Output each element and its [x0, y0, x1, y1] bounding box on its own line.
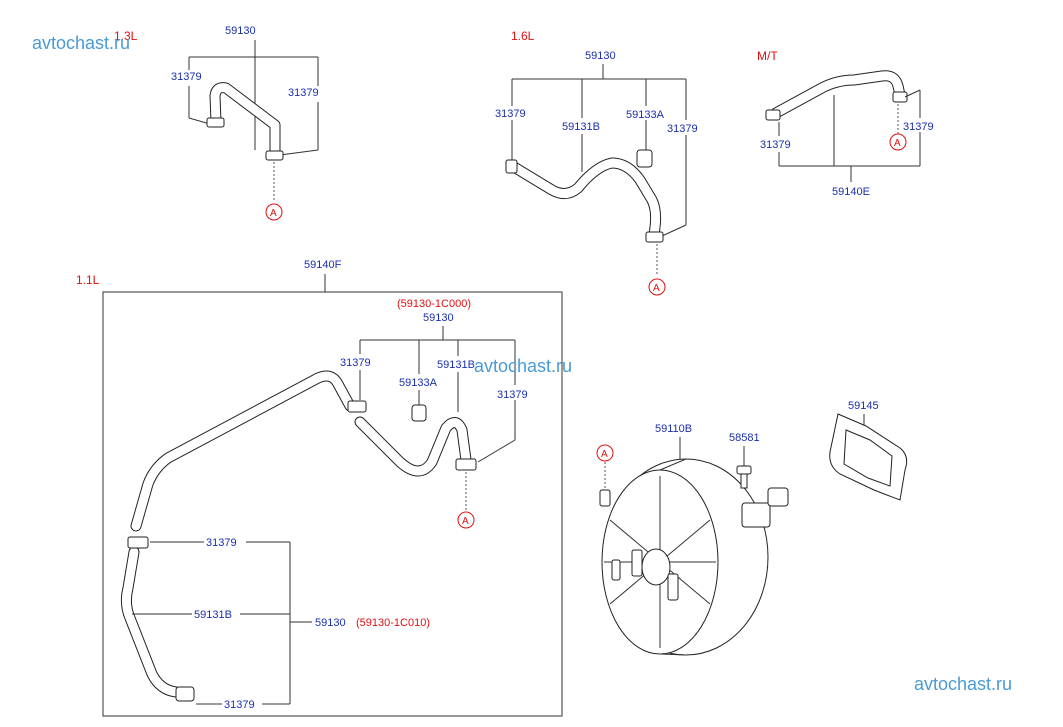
part-59130-16-label: 59130	[585, 50, 616, 62]
part-59133a-11-label: 59133A	[399, 377, 438, 389]
connector-59133a-11	[411, 404, 427, 422]
hose-59131b-11-upper-long	[130, 370, 356, 532]
bolt-58581-shank	[740, 473, 748, 489]
connector-59133a-16	[636, 149, 653, 168]
part-31379-11-lower-top-label: 31379	[206, 537, 237, 549]
bolt-58581-head	[736, 465, 752, 475]
group-1-1l: 1.1L 59140F (59130-1C000) 59130 31379 59…	[76, 259, 563, 717]
variant-mt-label: M/T	[757, 49, 778, 63]
part-31379-16-right-label: 31379	[667, 123, 698, 135]
clamp-mt-left	[765, 109, 781, 121]
watermark-center: avtochast.ru	[474, 356, 572, 376]
variant-1-6l-label: 1.6L	[511, 29, 535, 43]
part-31379-11-upper-left-label: 31379	[340, 357, 371, 369]
group-booster: A 59110B 58581 59145	[596, 400, 908, 656]
part-58581-label: 58581	[729, 432, 760, 444]
part-59130-13-label: 59130	[225, 25, 256, 37]
part-59140e-label: 59140E	[832, 186, 870, 198]
gasket-59145-inner	[843, 429, 893, 487]
marker-a-booster	[596, 444, 614, 462]
marker-a-mt-label: A	[894, 138, 901, 149]
marker-a-1-3l	[265, 203, 283, 221]
part-31379-mt-left-label: 31379	[760, 139, 791, 151]
watermark-bottom-right: avtochast.ru	[914, 674, 1012, 694]
part-59130-1c010-label: (59130-1C010)	[356, 617, 430, 629]
variant-1-3l-label: 1.3L	[114, 29, 138, 43]
part-31379-13-left-label: 31379	[171, 71, 202, 83]
marker-a-booster-label: A	[601, 449, 608, 460]
booster-stud-2	[667, 573, 679, 601]
group-mt: M/T 31379 31379 59140E A	[757, 49, 934, 198]
assembly-box-59140f	[102, 291, 563, 717]
part-59130-1c000-label: (59130-1C000)	[397, 298, 471, 310]
marker-a-mt	[889, 133, 907, 151]
booster-stud-1	[631, 549, 643, 577]
clamp-1-3l-left	[206, 117, 225, 128]
booster-push-rod-boot	[741, 502, 771, 528]
clamp-1-1l-lower-top	[127, 536, 149, 549]
group-1-6l: 1.6L 59130 31379 59131B 59133A 31379 A	[495, 29, 698, 296]
group-1-3l: 1.3L 59130 31379 31379 A	[114, 25, 319, 221]
clamp-mt-right	[892, 91, 908, 103]
part-59145-label: 59145	[848, 400, 879, 412]
clamp-1-1l-upper-left	[347, 400, 367, 413]
clamp-1-6l-left	[505, 159, 518, 174]
part-59110b-label: 59110B	[655, 423, 692, 435]
watermark-top-left: avtochast.ru	[32, 33, 130, 53]
clamp-1-6l-right	[645, 231, 664, 243]
part-31379-16-left-label: 31379	[495, 108, 526, 120]
part-31379-11-upper-right-label: 31379	[497, 389, 528, 401]
part-31379-mt-right-label: 31379	[903, 121, 934, 133]
part-59131b-11-lower-label: 59131B	[194, 609, 232, 621]
part-59130-11-upper-label: 59130	[423, 312, 454, 324]
clamp-1-3l-right	[265, 150, 284, 161]
booster-stud-3	[611, 559, 621, 581]
booster-clevis	[767, 487, 789, 507]
marker-a-1-6l	[648, 278, 666, 296]
part-31379-13-right-label: 31379	[288, 87, 319, 99]
part-59131b-16-label: 59131B	[562, 121, 600, 133]
part-59130-11-lower-label: 59130	[315, 617, 346, 629]
marker-a-1-6l-label: A	[653, 283, 660, 294]
clamp-1-1l-upper-right	[455, 458, 477, 471]
booster-check-valve	[599, 489, 611, 507]
part-59140f-label: 59140F	[304, 259, 342, 271]
booster-center-hub	[641, 548, 671, 586]
part-59131b-11-upper-label: 59131B	[437, 359, 475, 371]
marker-a-1-3l-label: A	[270, 208, 277, 219]
variant-1-1l-label: 1.1L	[76, 273, 100, 287]
marker-a-1-1l	[457, 511, 475, 529]
clamp-1-1l-lower-bottom	[175, 686, 195, 702]
part-59133a-16-label: 59133A	[626, 109, 665, 121]
part-31379-11-lower-bottom-label: 31379	[224, 699, 255, 711]
marker-a-1-1l-label: A	[462, 516, 469, 527]
